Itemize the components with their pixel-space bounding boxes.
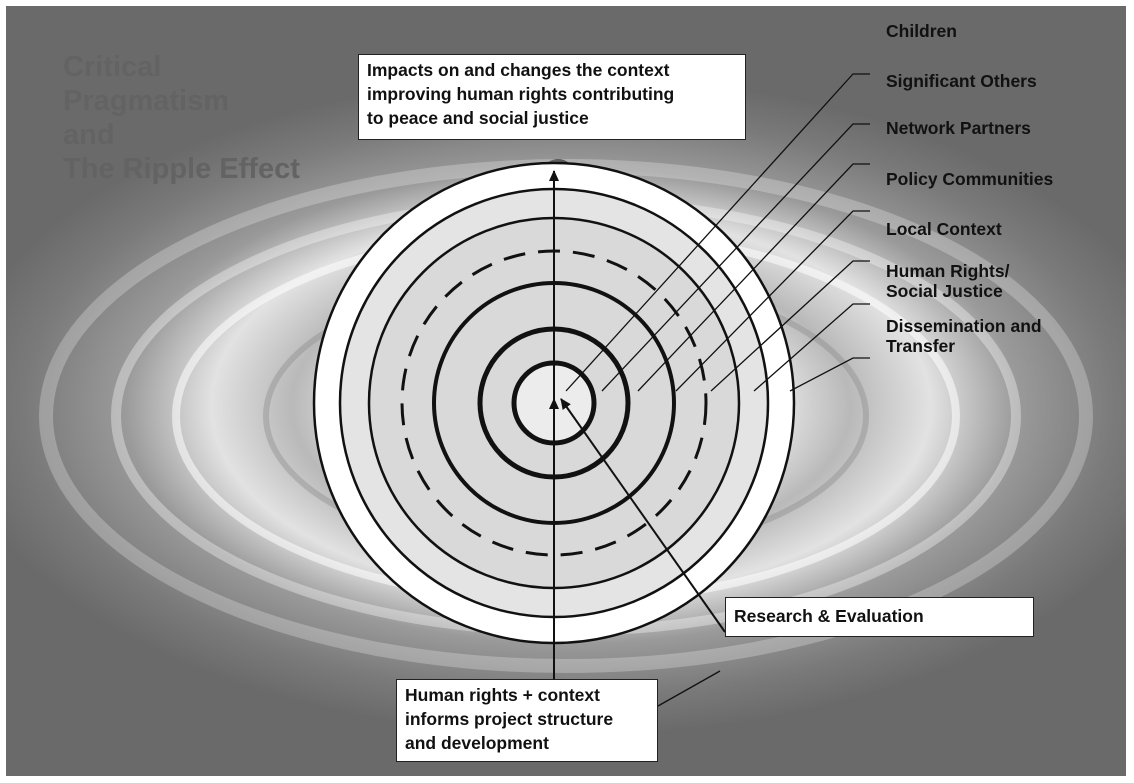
impact-box-line-1: Impacts on and changes the context	[367, 60, 670, 80]
title-line-2: Pragmatism	[63, 85, 230, 117]
label-network-partners-text: Network Partners	[886, 118, 1031, 138]
label-children: Children	[886, 21, 957, 41]
label-children-text: Children	[886, 21, 957, 41]
project-structure-line-1: Human rights + context	[405, 685, 600, 705]
leader-line-network-partners	[637, 163, 870, 392]
research-arrow	[560, 398, 726, 633]
label-dissemination-line-1: Dissemination and	[886, 316, 1042, 336]
label-human-rights: Human Rights/ Social Justice	[886, 261, 1009, 301]
diagram-canvas: Critical Pragmatism and The Ripple Effec…	[6, 6, 1126, 776]
title-line-1: Critical	[63, 51, 162, 83]
leader-line-policy-communities	[675, 210, 870, 392]
label-significant-others: Significant Others	[886, 71, 1037, 91]
label-local-context: Local Context	[886, 219, 1002, 239]
label-human-rights-line-2: Social Justice	[886, 281, 1003, 301]
label-policy-communities-text: Policy Communities	[886, 169, 1054, 189]
leader-line-dissemination	[789, 357, 870, 392]
title-line-4: The Ripple Effect	[63, 153, 300, 185]
impact-box-line-3: to peace and social justice	[367, 108, 589, 128]
leader-line-human-rights	[753, 303, 870, 392]
leader-line-local-context	[710, 260, 870, 392]
label-local-context-text: Local Context	[886, 219, 1002, 239]
project-structure-line-3: and development	[405, 733, 549, 753]
leader-line-significant-others	[601, 123, 870, 392]
label-significant-others-text: Significant Others	[886, 71, 1037, 91]
label-network-partners: Network Partners	[886, 118, 1031, 138]
project-structure-line-2: informs project structure	[405, 709, 614, 729]
label-dissemination-line-2: Transfer	[886, 336, 956, 356]
label-human-rights-line-1: Human Rights/	[886, 261, 1010, 281]
impact-box: Impacts on and changes the context impro…	[358, 54, 746, 140]
label-dissemination: Dissemination and Transfer	[886, 316, 1042, 356]
leader-lines	[565, 73, 870, 707]
leader-line-bottom-box	[657, 670, 721, 707]
ripple-diagram	[39, 73, 1093, 736]
impact-box-line-2: improving human rights contributing	[367, 84, 675, 104]
research-evaluation-box: Research & Evaluation	[725, 597, 1034, 637]
leader-line-children	[565, 73, 870, 392]
label-policy-communities: Policy Communities	[886, 169, 1053, 189]
title-line-3: and	[63, 119, 115, 151]
research-evaluation-label: Research & Evaluation	[734, 606, 924, 626]
project-structure-box: Human rights + context informs project s…	[396, 679, 658, 762]
